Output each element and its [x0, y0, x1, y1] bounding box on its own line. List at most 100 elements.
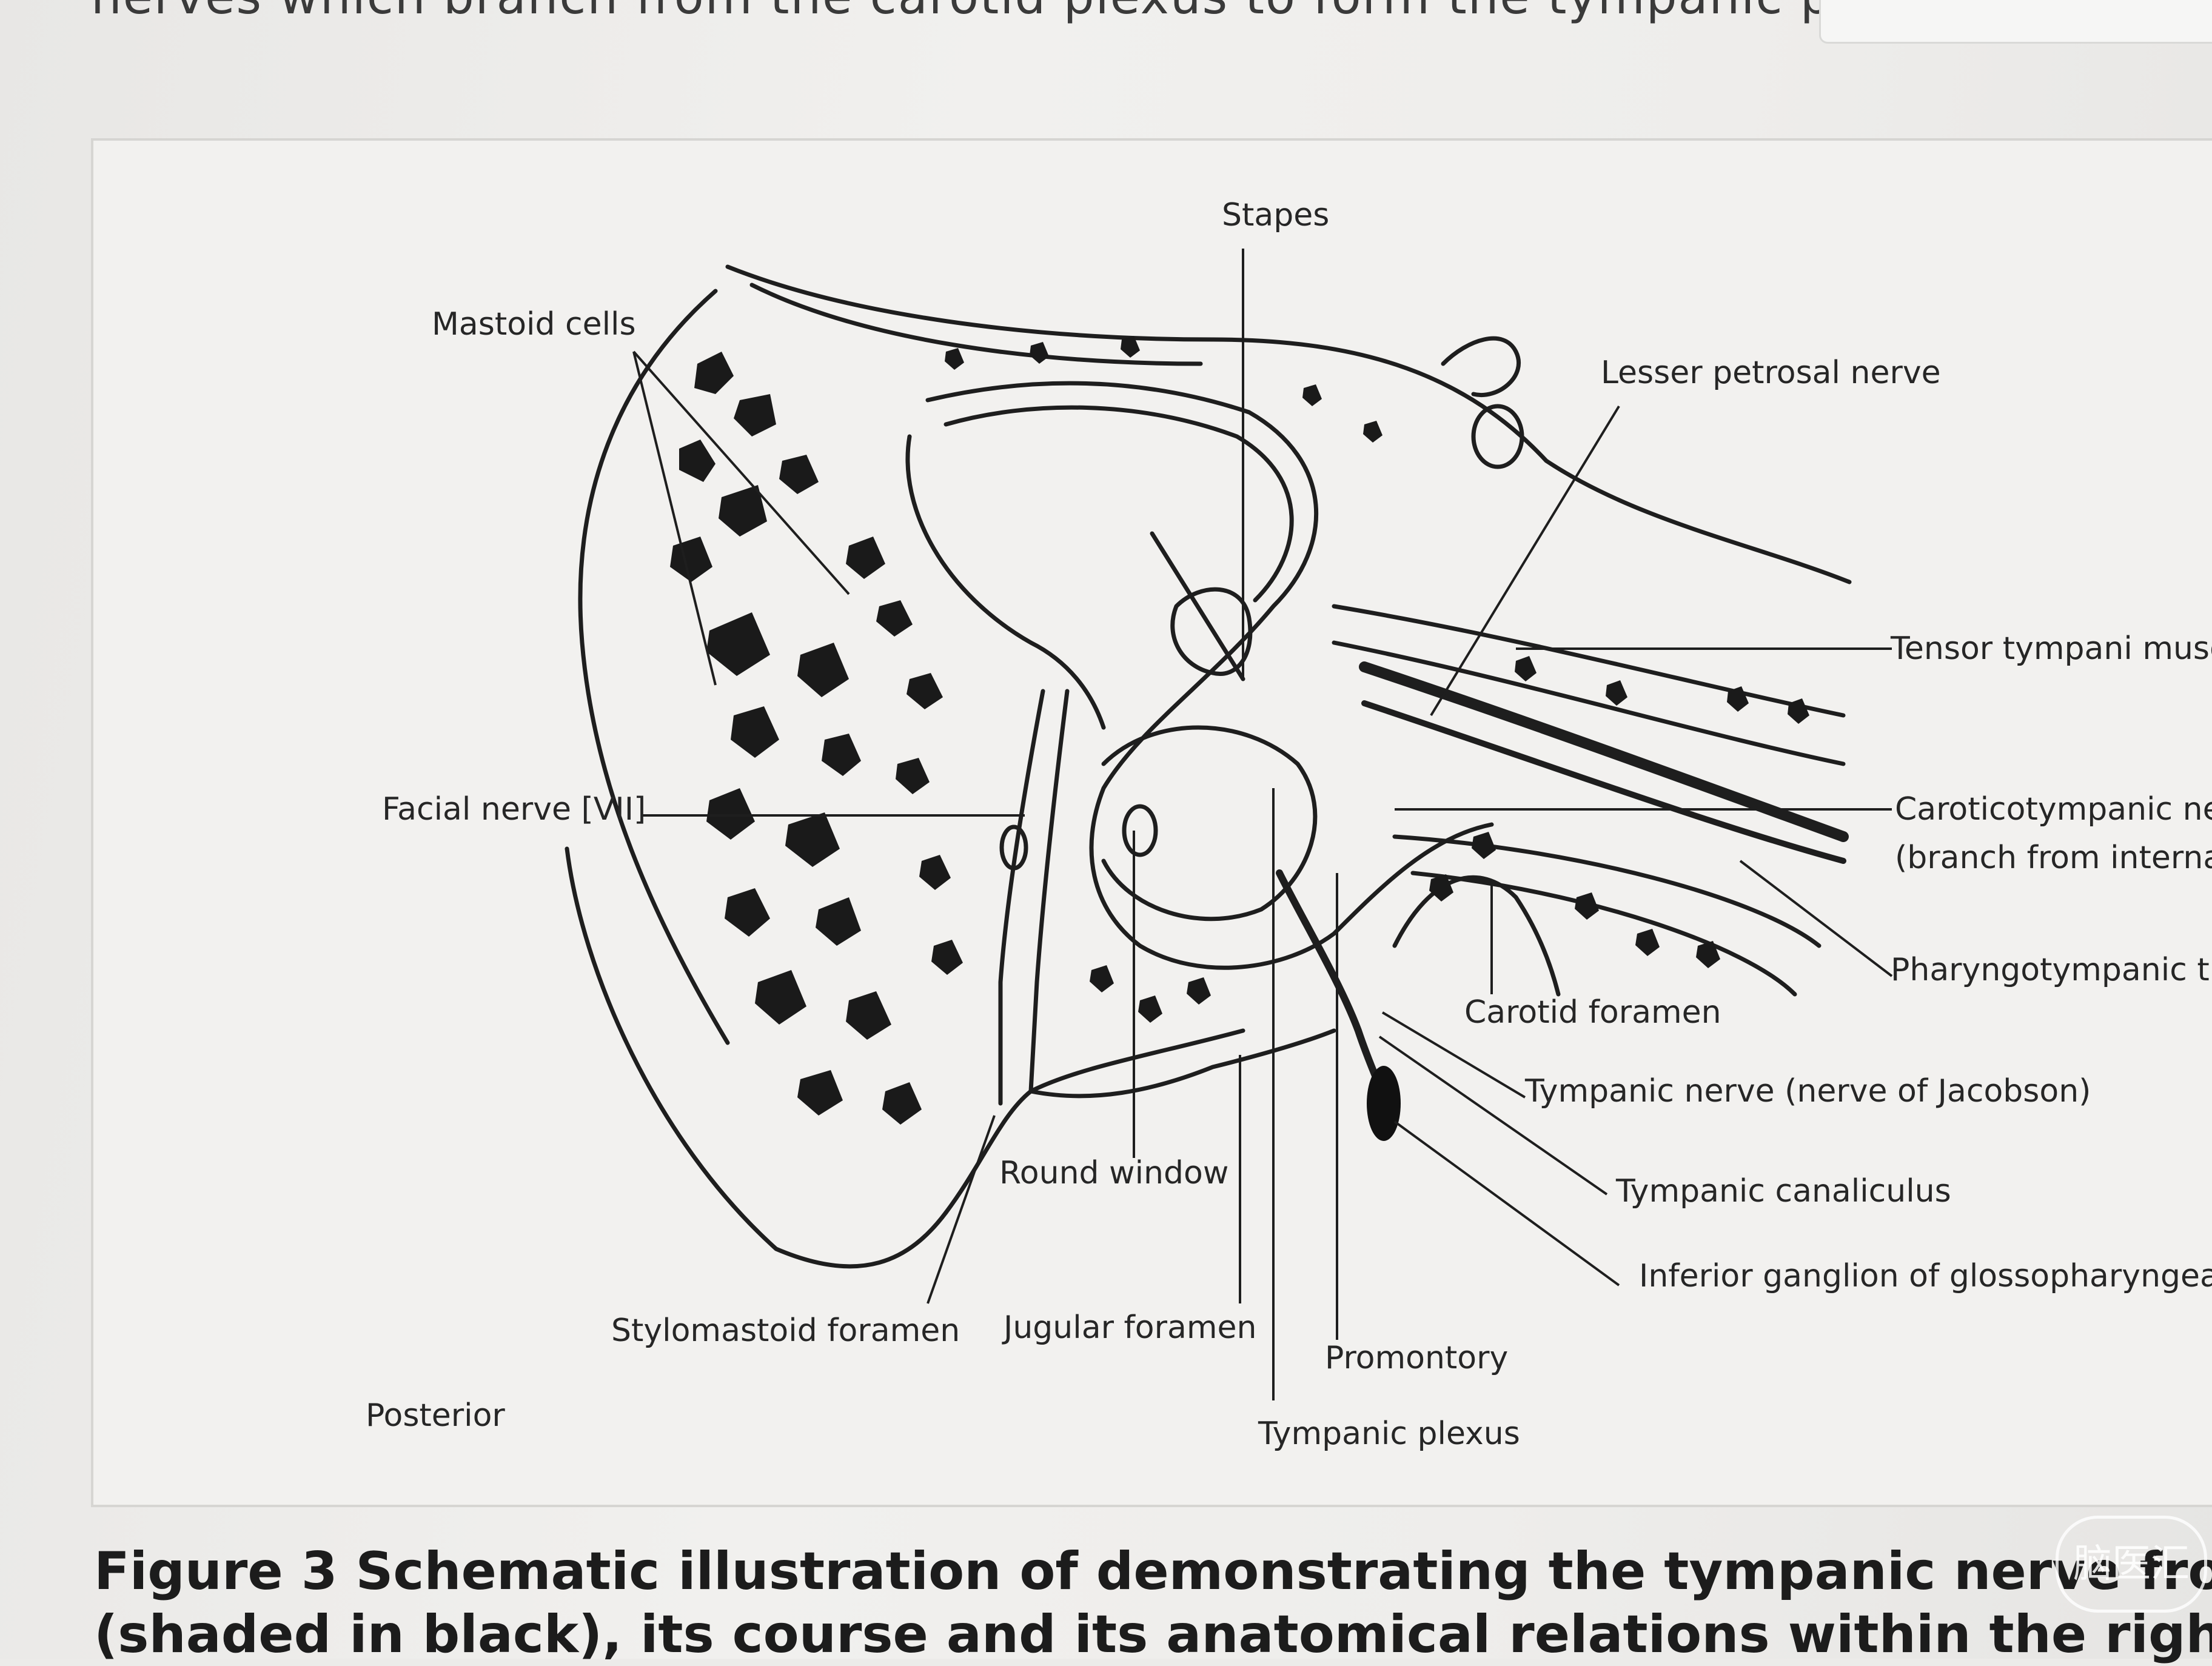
leader-mastoid-1	[632, 351, 717, 686]
mastoid-cell	[816, 897, 861, 946]
label-stylomastoid-foramen: Stylomastoid foramen	[611, 1313, 960, 1349]
tympanic-nerve-course	[1276, 869, 1392, 1113]
label-stapes: Stapes	[1222, 197, 1330, 233]
bone-speck	[1788, 698, 1809, 724]
label-inferior-ganglion: Inferior ganglion of glossopharyngea	[1639, 1258, 2212, 1294]
figure-caption: Figure 3 Schematic illustration of demon…	[94, 1540, 2212, 1666]
mastoid-cell	[931, 940, 963, 975]
label-jugular-foramen: Jugular foramen	[1004, 1310, 1257, 1346]
mastoid-cell	[734, 394, 776, 437]
temporal-bone-outline	[725, 264, 1852, 584]
mastoid-cell	[706, 612, 770, 676]
facial-canal-wall	[1028, 689, 1070, 1094]
bone-speck	[1090, 965, 1114, 992]
mastoid-cell	[846, 991, 891, 1040]
bone-speck	[1429, 874, 1453, 902]
label-tensor-tympani: Tensor tympani musc	[1891, 631, 2212, 667]
mastoid-cell	[719, 485, 767, 537]
label-caroticotympanic-branch: (branch from interna	[1895, 840, 2212, 876]
carotid-foramen-arc	[1392, 875, 1561, 997]
mastoid-cell	[876, 600, 913, 637]
bone-speck	[1138, 995, 1162, 1023]
mastoid-cell	[797, 1070, 843, 1116]
tympanic-cavity	[925, 381, 1494, 970]
stapes-crus	[1150, 531, 1245, 681]
label-facial-nerve: Facial nerve [VII]	[382, 791, 646, 828]
leader-mastoid-2	[632, 350, 850, 595]
jugular-outline	[1028, 1028, 1336, 1099]
body-text-line: nerves which branch from the carotid ple…	[91, 0, 1832, 25]
top-right-panel	[1819, 0, 2212, 44]
bone-speck	[1575, 892, 1599, 920]
label-tympanic-nerve: Tympanic nerve (nerve of Jacobson)	[1525, 1073, 2091, 1109]
label-mastoid-cells: Mastoid cells	[432, 306, 636, 343]
mastoid-cell	[755, 970, 806, 1025]
leader-tympanic-nerve	[1381, 1011, 1526, 1099]
label-lesser-petrosal-nerve: Lesser petrosal nerve	[1601, 355, 1941, 391]
mastoid-cell	[797, 643, 849, 697]
caption-line-1: Figure 3 Schematic illustration of demon…	[94, 1541, 2212, 1602]
tensor-tympani-band-2	[1361, 700, 1846, 864]
mastoid-cell	[679, 440, 716, 482]
caption-line-2: (shaded in black), its course and its an…	[94, 1604, 2212, 1665]
mastoid-cell	[670, 537, 712, 582]
bone-speck	[1606, 680, 1627, 706]
leader-lesser-petrosal	[1430, 405, 1620, 717]
label-tympanic-canaliculus: Tympanic canaliculus	[1616, 1173, 1951, 1209]
mastoid-cell	[694, 352, 734, 394]
lesser-petrosal-loop	[1441, 336, 1521, 397]
mastoid-outline	[578, 289, 730, 1045]
mastoid-cell	[706, 788, 755, 840]
lesser-petrosal-ring	[1471, 404, 1524, 469]
label-round-window: Round window	[999, 1155, 1229, 1191]
label-carotid-foramen: Carotid foramen	[1464, 994, 1721, 1031]
round-window-shape	[1122, 804, 1158, 857]
bone-speck	[1515, 656, 1537, 681]
figure-frame	[91, 138, 2212, 1507]
bone-speck	[1121, 336, 1140, 358]
watermark-logo: 脑医汇	[2056, 1516, 2207, 1613]
bone-speck	[1727, 686, 1749, 712]
posterior-contour	[565, 846, 948, 1269]
inferior-ganglion-shape	[1367, 1066, 1401, 1141]
mastoid-cell	[907, 673, 943, 709]
bone-speck	[1187, 977, 1211, 1005]
label-pharyngotympanic: Pharyngotympanic tu	[1891, 952, 2212, 988]
leader-pharyngotympanic	[1739, 860, 1893, 977]
bone-speck	[1363, 421, 1382, 443]
mastoid-cell	[882, 1082, 922, 1125]
pharyngotympanic-tube	[1392, 834, 1822, 948]
facial-nerve-section	[999, 825, 1028, 871]
mastoid-cell	[785, 812, 840, 867]
tensor-tympani-band	[1359, 661, 1849, 842]
mastoid-cell	[725, 888, 770, 937]
mastoid-cell	[919, 855, 951, 890]
bone-speck	[1635, 929, 1660, 956]
mastoid-cell	[846, 537, 885, 579]
carotid-canal-bottom	[1332, 640, 1846, 766]
label-tympanic-plexus: Tympanic plexus	[1258, 1416, 1520, 1452]
bone-speck	[1696, 941, 1720, 968]
temporal-bone-outline-inner	[749, 283, 1203, 366]
carotid-canal-top	[1332, 604, 1846, 718]
label-promontory: Promontory	[1325, 1340, 1509, 1376]
mastoid-cell	[731, 706, 779, 758]
bone-speck	[1302, 384, 1322, 406]
leader-stylomastoid	[927, 1115, 996, 1304]
promontory-mound	[1101, 725, 1318, 922]
bone-speck	[1472, 832, 1496, 859]
mastoid-antrum	[905, 434, 1106, 730]
tympanic-cavity-inner	[943, 405, 1294, 603]
leader-ganglion	[1393, 1120, 1620, 1286]
label-caroticotympanic: Caroticotympanic ne	[1895, 791, 2212, 828]
mastoid-cell	[779, 455, 819, 494]
facial-canal	[998, 689, 1045, 1106]
leader-canaliculus	[1378, 1035, 1608, 1196]
bone-speck	[945, 348, 964, 370]
pharyngotympanic-tube-2	[1410, 871, 1797, 997]
mastoid-cell	[896, 758, 930, 794]
bone-speck	[1030, 342, 1049, 364]
label-posterior: Posterior	[366, 1397, 505, 1434]
mastoid-cell	[822, 734, 861, 776]
